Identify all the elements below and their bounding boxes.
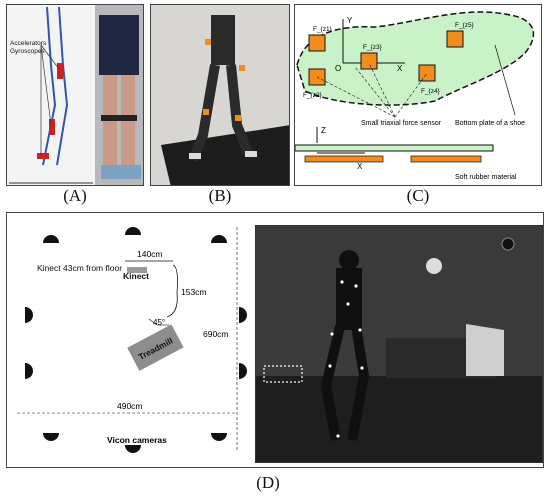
camera-icon	[43, 235, 59, 243]
label-140cm: 140cm	[137, 249, 163, 259]
vicon-camera-icons	[25, 227, 247, 453]
camera-icon	[211, 235, 227, 243]
caption-c: (C)	[406, 186, 430, 205]
origin-label: O	[335, 64, 341, 73]
sensor-label: F_{z1}	[313, 26, 333, 33]
panel-a-illustration: Accelerators Gyroscopes	[9, 5, 143, 185]
axis-label-z: Z	[321, 126, 326, 135]
camera-icon	[125, 227, 141, 235]
label-gyroscopes: Gyroscopes	[10, 48, 45, 55]
marker	[239, 65, 245, 71]
rubber-pad-1	[304, 155, 384, 163]
marker	[205, 39, 211, 45]
panel-c: Y X O F_{z1} F_{z2} F_{z3} F_{z4} F_{z5}	[294, 4, 542, 186]
sensor-1: F_{z1}	[308, 26, 333, 52]
label-153cm: 153cm	[181, 287, 207, 297]
sensor-3: F_{z3}	[360, 44, 383, 70]
shoe	[189, 153, 201, 159]
pointer-line	[40, 44, 60, 70]
angle-line	[148, 318, 158, 326]
legs	[188, 64, 254, 162]
lab-floor	[256, 376, 542, 462]
label-490cm: 490cm	[117, 401, 143, 411]
lab-photo-illustration	[256, 226, 542, 462]
label-bottom-plate: Bottom plate of a shoe	[455, 120, 525, 127]
kinect-highlight-box	[263, 365, 303, 383]
shorts	[99, 15, 139, 75]
walking-photo	[151, 5, 289, 185]
label-690cm: 690cm	[203, 329, 229, 339]
axis-label-x: X	[397, 64, 403, 73]
foot-sensor	[37, 153, 49, 159]
shoe-plate-section	[295, 144, 494, 152]
label-vicon-cameras: Vicon cameras	[107, 435, 167, 445]
panel-a: Accelerators Gyroscopes	[6, 4, 144, 186]
leg-outline-front	[42, 6, 57, 166]
label-small-sensor: Small triaxial force sensor	[361, 120, 442, 127]
marker	[203, 109, 209, 115]
sensor-5: F_{z5}	[446, 22, 475, 48]
caption-a: (A)	[63, 186, 87, 205]
label-accelerators: Accelerators	[10, 40, 47, 47]
caption-b: (B)	[208, 186, 232, 205]
marker	[235, 115, 241, 121]
sensor-4: F_{z4}	[418, 64, 441, 95]
shoes	[101, 165, 141, 179]
pointer-line	[40, 44, 52, 126]
camera-icon	[239, 307, 247, 323]
camera-icon	[501, 237, 515, 251]
rubber-pad-2	[410, 155, 482, 163]
torso	[211, 15, 235, 65]
lab-photo	[255, 225, 543, 463]
label-angle: 45°	[153, 318, 165, 327]
sensor-label: F_{z2}	[303, 92, 323, 99]
label-soft-rubber: Soft rubber material	[455, 174, 517, 181]
camera-icon	[25, 307, 33, 323]
knee-strap-2	[119, 115, 137, 121]
axis-label-x2: X	[357, 162, 363, 171]
person-legs	[320, 324, 370, 441]
label-kinect-floor: Kinect 43cm from floor	[37, 263, 122, 273]
leader-line	[394, 72, 428, 118]
thigh-sensor	[57, 63, 63, 79]
caption-d: (D)	[256, 473, 280, 492]
bracket-153	[166, 264, 178, 318]
treadmill-belt	[161, 125, 289, 185]
person-torso	[336, 268, 362, 330]
shoe	[245, 151, 257, 157]
force-sensor-diagram: Y X O F_{z1} F_{z2} F_{z3} F_{z4} F_{z5}	[295, 11, 535, 181]
camera-icon	[43, 433, 59, 441]
knee-strap	[101, 115, 119, 121]
sensor-label: F_{z3}	[363, 44, 383, 51]
sensor-label: F_{z4}	[421, 88, 441, 95]
floor-plan: Kinect 43cm from floor Kinect 140cm 153c…	[17, 227, 247, 453]
shoe-sole-outline	[296, 11, 535, 106]
label-kinect: Kinect	[123, 271, 149, 281]
clock-icon	[426, 258, 442, 274]
leader-line	[494, 44, 516, 116]
kinect-device	[127, 267, 147, 273]
panel-b	[150, 4, 290, 186]
camera-icon	[211, 433, 227, 441]
axis-label-y: Y	[347, 16, 353, 25]
treadmill-rect	[127, 324, 184, 371]
camera-icon	[125, 445, 141, 453]
leg-outline-back	[56, 6, 69, 166]
panel-d: Kinect 43cm from floor Kinect 140cm 153c…	[6, 212, 544, 468]
camera-icon	[239, 363, 247, 379]
sensor-label: F_{z5}	[455, 22, 475, 29]
treadmill-group: Treadmill	[127, 324, 184, 371]
treadmill-console	[466, 324, 504, 376]
leader-line	[354, 66, 396, 118]
shank-sensor	[49, 119, 55, 135]
marker-points	[328, 280, 364, 438]
person-head	[339, 250, 359, 270]
camera-icon	[25, 363, 33, 379]
